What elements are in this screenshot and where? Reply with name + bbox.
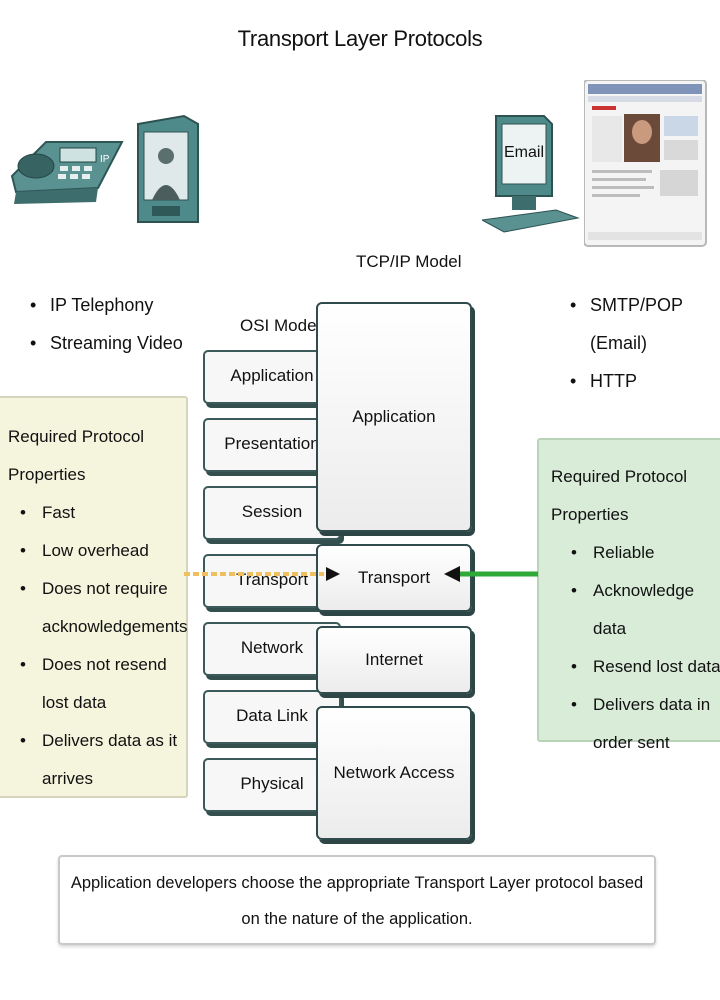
svg-text:IP: IP [100, 154, 110, 165]
tcp-properties-panel: Required Protocol Properties Reliable Ac… [537, 438, 720, 752]
list-item: Delivers data in order sent [539, 686, 720, 762]
list-item: Reliable [539, 534, 720, 572]
list-item: SMTP/POP (Email) [566, 286, 720, 362]
list-item: HTTP [566, 362, 720, 400]
udp-arrow [184, 567, 340, 581]
list-item: Does not resend lost data [0, 646, 186, 722]
list-item: Resend lost data [539, 648, 720, 686]
tcpip-layer-internet: Internet [316, 626, 472, 694]
right-app-list: SMTP/POP (Email) HTTP [566, 286, 720, 400]
email-screen-label: Email [503, 144, 544, 161]
email-computer-icon: Email [482, 112, 582, 240]
tcpip-layer-application: Application [316, 302, 472, 532]
panel-title-line1: Required Protocol [551, 467, 688, 486]
footer-note: Application developers choose the approp… [58, 855, 656, 945]
tcpip-model-label: TCP/IP Model [356, 252, 462, 271]
panel-list: Fast Low overhead Does not require ackno… [0, 494, 188, 798]
list-item: IP Telephony [26, 286, 183, 324]
list-item: Delivers data as it arrives [0, 722, 186, 798]
page-title: Transport Layer Protocols [237, 26, 483, 51]
tcpip-layer-transport: Transport [316, 544, 472, 612]
video-terminal-icon [134, 114, 200, 226]
list-item: Does not require acknowledgements [0, 570, 188, 646]
left-app-list: IP Telephony Streaming Video [26, 286, 183, 362]
panel-title-line2: Properties [551, 505, 629, 524]
tcpip-layer-network-access: Network Access [316, 706, 472, 840]
osi-model-label: OSI Model [240, 316, 321, 335]
tcp-arrow [444, 566, 538, 582]
ip-phone-icon: IP [6, 126, 126, 206]
panel-list: Reliable Acknowledge data Resend lost da… [539, 534, 720, 762]
list-item: Low overhead [0, 532, 186, 570]
udp-properties-panel: Required Protocol Properties Fast Low ov… [0, 396, 188, 798]
list-item: Acknowledge data [539, 572, 720, 648]
panel-title: Required Protocol Properties [8, 427, 145, 484]
list-item: Fast [0, 494, 186, 532]
list-item: Streaming Video [26, 324, 183, 362]
web-browser-icon [584, 80, 708, 250]
